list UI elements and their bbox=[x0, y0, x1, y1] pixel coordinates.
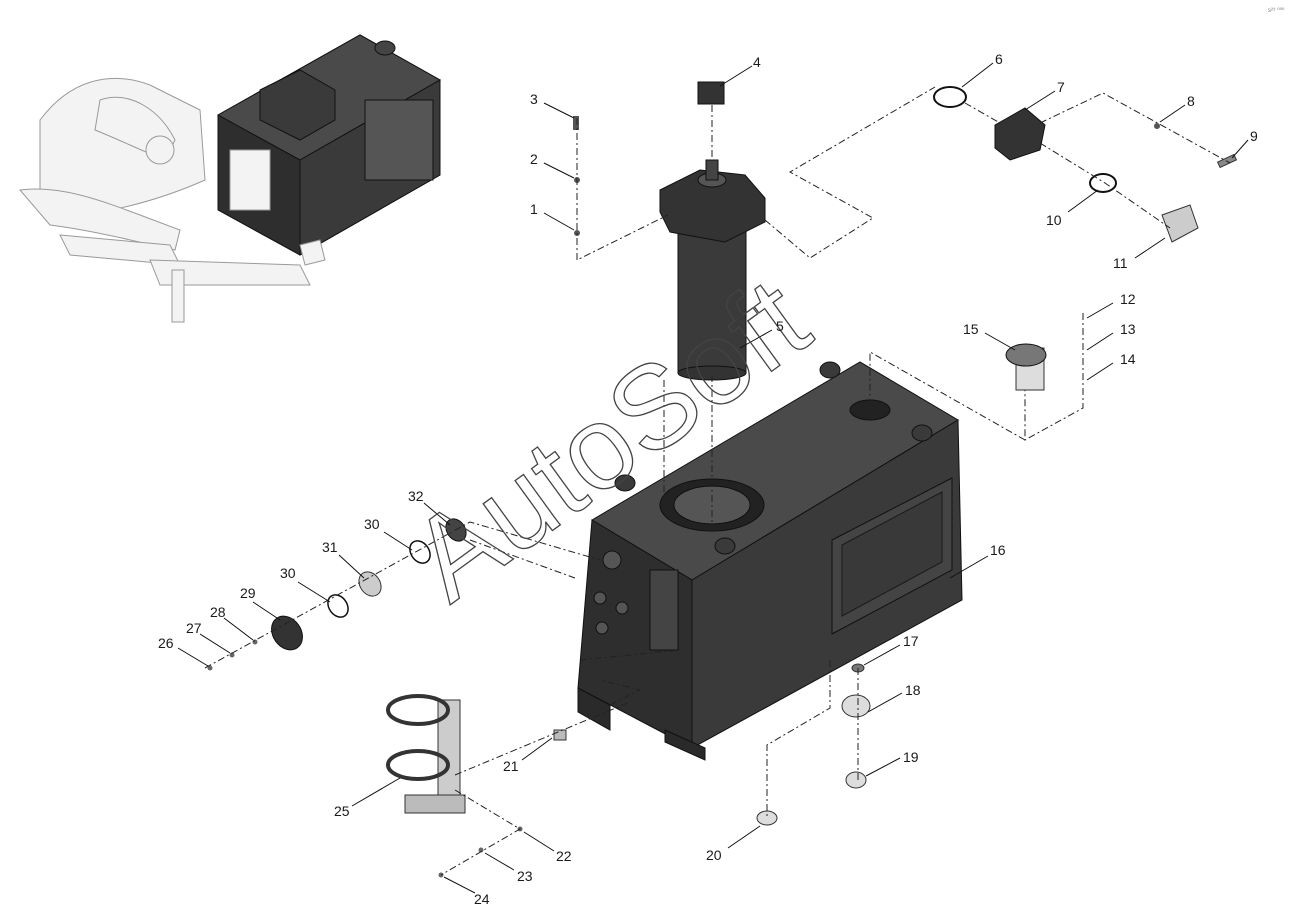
callout-labels: 1 2 3 4 5 6 7 8 9 10 11 12 13 14 15 16 1… bbox=[158, 51, 1258, 907]
callout-30a: 30 bbox=[280, 565, 296, 581]
callout-22: 22 bbox=[556, 848, 572, 864]
callout-17: 17 bbox=[903, 633, 919, 649]
callout-10: 10 bbox=[1046, 212, 1062, 228]
callout-12: 12 bbox=[1120, 291, 1136, 307]
leader-lines bbox=[177, 62, 1249, 894]
callout-14: 14 bbox=[1120, 351, 1136, 367]
callout-31: 31 bbox=[322, 539, 338, 555]
callout-1: 1 bbox=[530, 201, 538, 217]
callout-6: 6 bbox=[995, 51, 1003, 67]
callout-8: 8 bbox=[1187, 93, 1195, 109]
callout-11: 11 bbox=[1113, 255, 1128, 271]
callout-23: 23 bbox=[517, 868, 533, 884]
return-filter bbox=[659, 159, 766, 381]
callout-25: 25 bbox=[334, 803, 350, 819]
callout-32: 32 bbox=[408, 488, 424, 504]
callout-29: 29 bbox=[240, 585, 256, 601]
callout-4: 4 bbox=[753, 54, 761, 70]
corner-mark: s²⁹ ⁰⁰⁰ bbox=[1268, 7, 1285, 14]
assembly-lines bbox=[204, 86, 1231, 876]
callout-7: 7 bbox=[1057, 79, 1065, 95]
callout-9: 9 bbox=[1250, 128, 1258, 144]
callout-26: 26 bbox=[158, 635, 174, 651]
callout-3: 3 bbox=[530, 91, 538, 107]
callout-24: 24 bbox=[474, 891, 490, 907]
context-assembly bbox=[19, 34, 442, 323]
callout-15: 15 bbox=[963, 321, 979, 337]
callout-5: 5 bbox=[776, 318, 784, 334]
callout-28: 28 bbox=[210, 604, 226, 620]
callout-2: 2 bbox=[530, 151, 538, 167]
callout-30b: 30 bbox=[364, 516, 380, 532]
callout-21: 21 bbox=[503, 758, 519, 774]
callout-20: 20 bbox=[706, 847, 722, 863]
callout-18: 18 bbox=[905, 682, 921, 698]
callout-16: 16 bbox=[990, 542, 1006, 558]
callout-27: 27 bbox=[186, 620, 202, 636]
bracket bbox=[386, 694, 466, 814]
callout-13: 13 bbox=[1120, 321, 1136, 337]
callout-19: 19 bbox=[903, 749, 919, 765]
